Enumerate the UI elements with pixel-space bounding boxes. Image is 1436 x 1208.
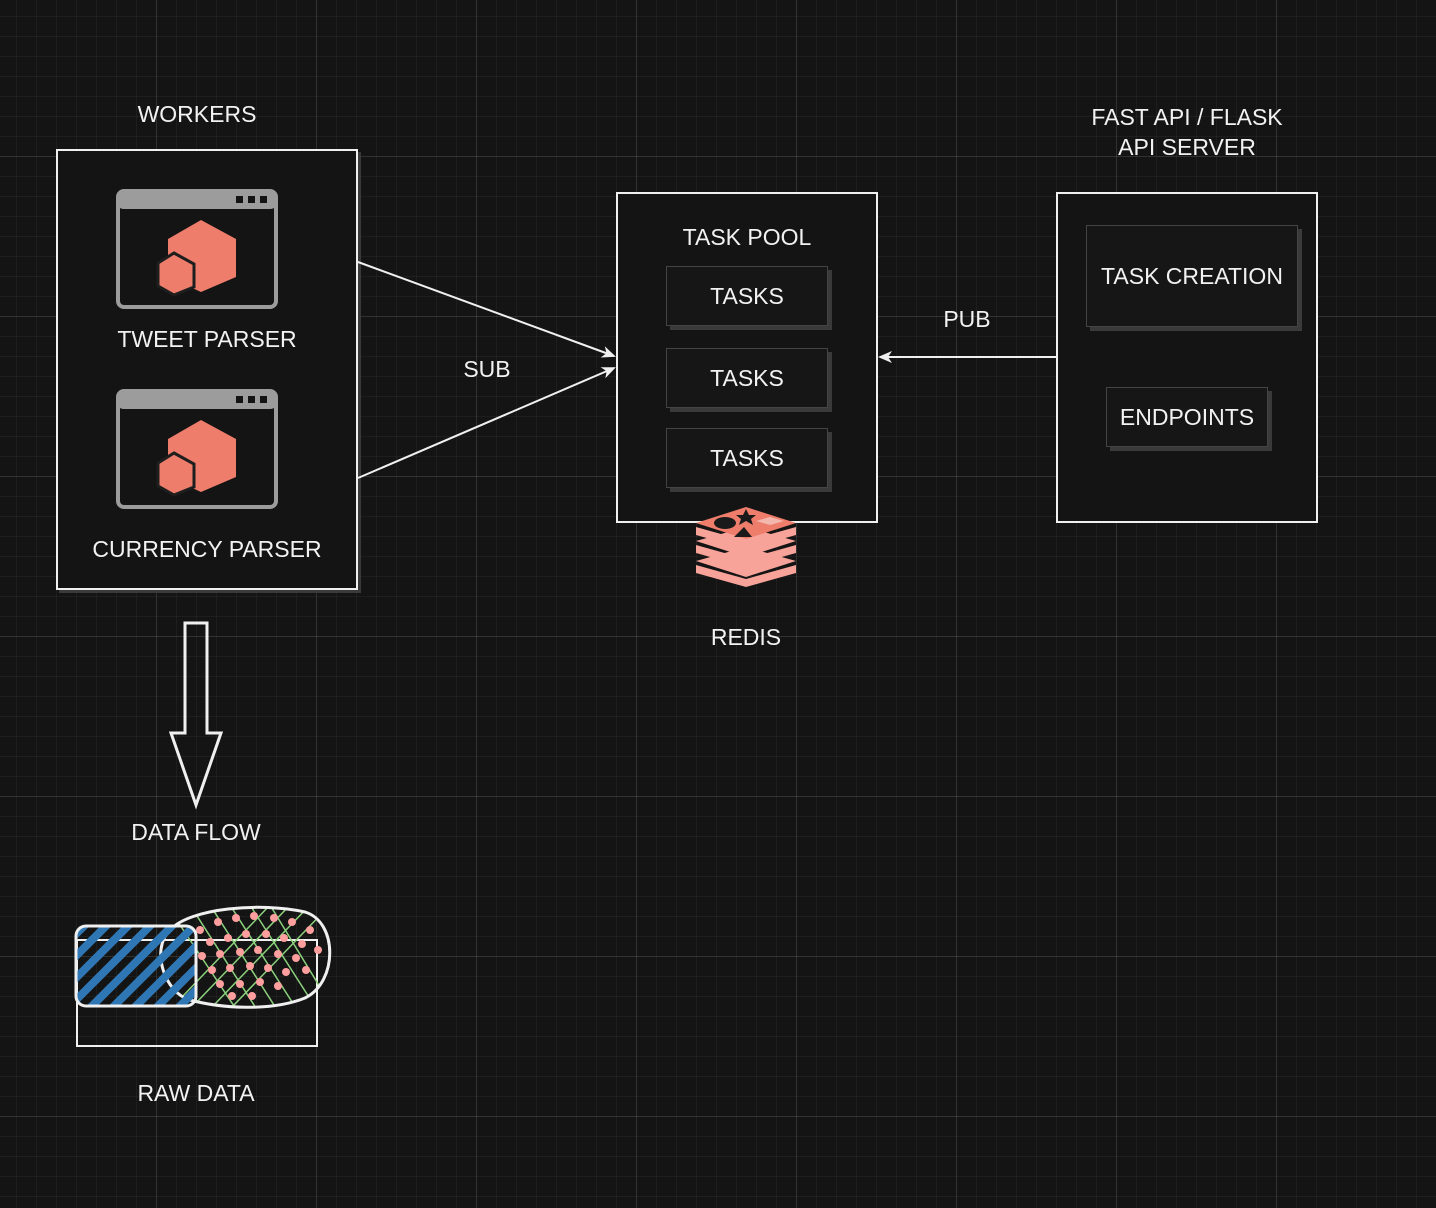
workers-container[interactable] — [56, 149, 358, 590]
task-creation-card[interactable]: TASK CREATION — [1086, 225, 1298, 327]
task-pool-title: TASK POOL — [682, 224, 812, 250]
redis-icon — [694, 503, 798, 589]
api-server-title-line2: API SERVER — [1118, 134, 1256, 160]
endpoints-card[interactable]: ENDPOINTS — [1106, 387, 1268, 447]
sub-arrow-top — [357, 261, 616, 358]
task-card-1[interactable]: TASKS — [666, 266, 828, 326]
data-flow-label: DATA FLOW — [131, 819, 261, 845]
redis-label: REDIS — [710, 624, 782, 650]
tweet-parser-label: TWEET PARSER — [117, 326, 297, 352]
raw-data-sketch-icon — [70, 900, 340, 1050]
task-card-3[interactable]: TASKS — [666, 428, 828, 488]
sub-arrow-bottom — [357, 367, 616, 479]
pub-label: PUB — [943, 306, 991, 332]
sub-label: SUB — [463, 356, 511, 382]
tweet-parser-icon — [116, 189, 278, 309]
workers-title: WORKERS — [137, 101, 257, 127]
currency-parser-icon — [116, 389, 278, 509]
task-card-2[interactable]: TASKS — [666, 348, 828, 408]
api-server-title-line1: FAST API / FLASK — [1091, 104, 1283, 130]
raw-data-label: RAW DATA — [137, 1080, 255, 1106]
currency-parser-label: CURRENCY PARSER — [92, 536, 322, 562]
